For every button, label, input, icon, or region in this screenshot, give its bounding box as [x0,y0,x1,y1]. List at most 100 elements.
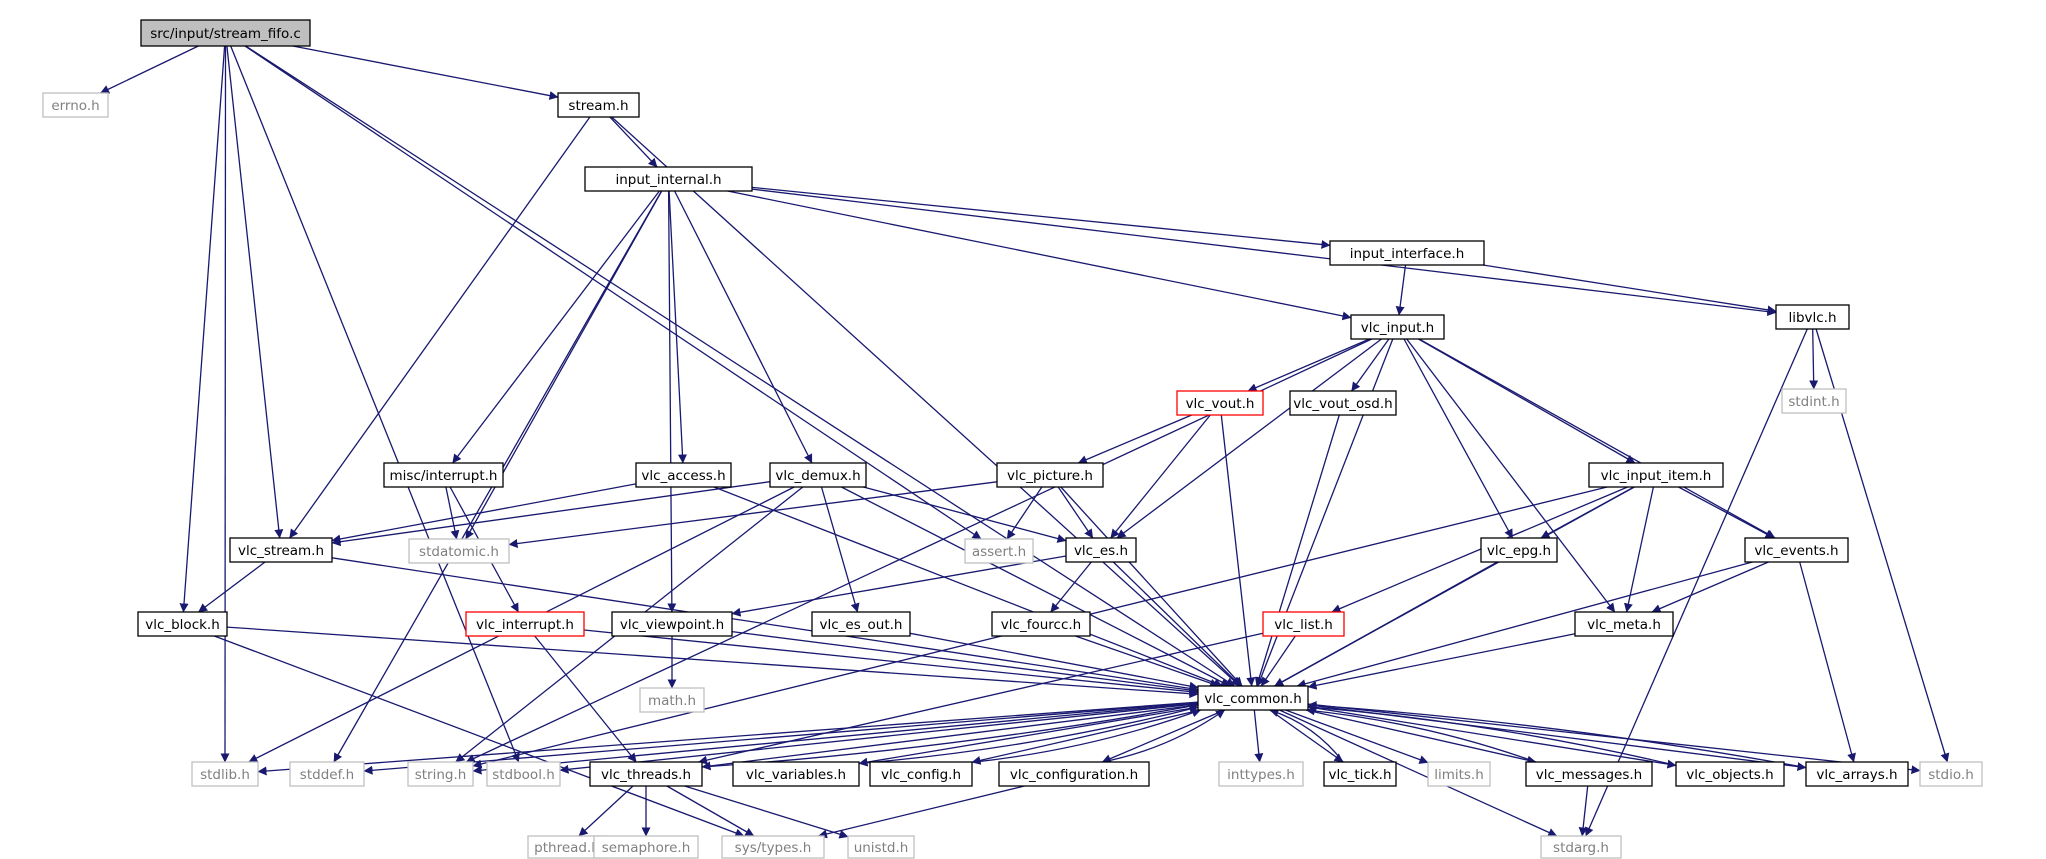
edge-vlc_demux-to-vlc_stream [331,481,771,547]
node-label: vlc_events.h [1754,543,1838,559]
node-stddef[interactable]: stddef.h [289,761,365,787]
node-input-internal[interactable]: input_internal.h [584,166,753,192]
edge-misc_interrupt-to-stdatomic [445,486,460,540]
node-label: vlc_epg.h [1487,543,1551,559]
node-errno[interactable]: errno.h [42,92,109,118]
node-label: stdatomic.h [419,544,499,560]
node-vlc-fourcc[interactable]: vlc_fourcc.h [991,611,1091,637]
edge-vlc_demux-to-vlc_common [841,486,1231,687]
node-sys-types[interactable]: sys/types.h [721,835,825,859]
node-vlc-tick[interactable]: vlc_tick.h [1323,761,1397,787]
node-label: vlc_fourcc.h [1001,617,1081,633]
node-box [589,761,703,787]
node-label: vlc_vout_osd.h [1293,396,1392,412]
node-stdarg[interactable]: stdarg.h [1540,835,1622,859]
edge-vlc_common-to-stddef [363,701,1199,775]
node-vlc-epg[interactable]: vlc_epg.h [1480,537,1558,563]
edge-vlc_common-to-vlc_objects [1307,706,1677,769]
edges-layer [100,45,1950,839]
node-box [1574,611,1674,637]
edge-vlc_input-to-vlc_vout_osd [1351,338,1390,392]
node-stream[interactable]: stream.h [557,92,640,118]
node-vlc-objects[interactable]: vlc_objects.h [1675,761,1785,787]
node-box [584,166,753,192]
node-stdbool[interactable]: stdbool.h [486,761,561,787]
node-vlc-stream[interactable]: vlc_stream.h [229,537,333,563]
node-assert[interactable]: assert.h [964,538,1034,564]
node-unistd[interactable]: unistd.h [847,835,915,859]
edge-vlc_demux-to-vlc_es_out [820,486,860,613]
edge-vlc_es_out-to-vlc_common [909,632,1199,691]
edge-libvlc-to-stdint [1809,328,1819,390]
node-vlc-input-item[interactable]: vlc_input_item.h [1588,462,1724,488]
edge-root-to-stream [292,45,559,100]
node-vlc-vout-osd[interactable]: vlc_vout_osd.h [1289,390,1397,416]
edge-vlc_config-to-vlc_common [971,708,1202,763]
node-label: input_interface.h [1350,246,1465,262]
edge-vlc_input_item-to-vlc_meta [1623,486,1655,613]
node-stdint[interactable]: stdint.h [1781,388,1847,414]
node-vlc-arrays[interactable]: vlc_arrays.h [1805,761,1909,787]
node-box [1775,304,1850,330]
node-label: stdarg.h [1553,840,1609,856]
node-label: stream.h [568,98,628,114]
node-vlc-messages[interactable]: vlc_messages.h [1525,761,1653,787]
node-vlc-variables[interactable]: vlc_variables.h [732,761,860,787]
node-input-interface[interactable]: input_interface.h [1329,240,1485,266]
edge-root-to-stdlib [220,45,230,763]
node-vlc-interrupt[interactable]: vlc_interrupt.h [465,611,585,637]
node-vlc-config[interactable]: vlc_config.h [869,761,973,787]
node-vlc-picture[interactable]: vlc_picture.h [996,462,1104,488]
edge-vlc_common-to-vlc_config [971,709,1201,765]
node-inttypes[interactable]: inttypes.h [1218,761,1304,787]
edge-vlc_input-to-vlc_meta [1406,338,1616,613]
node-label: vlc_config.h [881,767,961,783]
node-box [1427,761,1491,787]
node-stdatomic[interactable]: stdatomic.h [408,538,510,564]
node-stdio[interactable]: stdio.h [1919,761,1983,787]
edge-input_internal-to-misc_interrupt [452,190,660,464]
node-math[interactable]: math.h [639,687,705,713]
edge-vlc_picture-to-vlc_common [1060,486,1243,687]
node-box [1323,761,1397,787]
edge-vlc_stream-to-vlc_common [331,557,1199,693]
node-semaphore[interactable]: semaphore.h [593,835,699,859]
node-label: vlc_arrays.h [1816,767,1897,783]
edge-vlc_fourcc-to-vlc_common [1075,635,1220,688]
edge-input_internal-to-vlc_viewpoint [667,190,677,613]
node-limits[interactable]: limits.h [1427,761,1491,787]
node-vlc-block[interactable]: vlc_block.h [137,611,228,637]
node-box [964,538,1034,564]
node-libvlc[interactable]: libvlc.h [1775,304,1850,330]
node-pthread[interactable]: pthread.h [527,835,607,859]
node-box [611,611,733,637]
node-vlc-common[interactable]: vlc_common.h [1197,685,1309,711]
node-root[interactable]: src/input/stream_fifo.c [140,19,311,47]
node-box [465,611,585,637]
node-box [721,835,825,859]
edge-vlc_picture-to-stdatomic [508,481,998,548]
node-vlc-list[interactable]: vlc_list.h [1262,611,1345,637]
edge-vlc_threads-to-pthread [578,785,634,837]
node-string[interactable]: string.h [407,761,474,787]
node-label: stdlib.h [200,767,250,783]
node-vlc-configuration[interactable]: vlc_configuration.h [998,761,1150,787]
node-label: src/input/stream_fifo.c [150,26,301,42]
node-vlc-viewpoint[interactable]: vlc_viewpoint.h [611,611,733,637]
node-vlc-meta[interactable]: vlc_meta.h [1574,611,1674,637]
node-vlc-vout[interactable]: vlc_vout.h [1176,390,1264,416]
node-misc-interrupt[interactable]: misc/interrupt.h [383,462,504,488]
node-vlc-threads[interactable]: vlc_threads.h [589,761,703,787]
node-vlc-demux[interactable]: vlc_demux.h [769,462,867,488]
edge-vlc_common-to-vlc_variables [858,706,1199,767]
edge-stream-to-vlc_stream [289,116,591,539]
edge-vlc_viewpoint-to-vlc_common [731,630,1199,695]
node-label: vlc_variables.h [746,767,846,783]
node-vlc-input[interactable]: vlc_input.h [1350,314,1445,340]
node-vlc-es-out[interactable]: vlc_es_out.h [811,611,911,637]
node-box [1588,462,1724,488]
node-stdlib[interactable]: stdlib.h [191,761,259,787]
node-vlc-es[interactable]: vlc_es.h [1065,537,1137,563]
node-vlc-access[interactable]: vlc_access.h [635,462,732,488]
node-vlc-events[interactable]: vlc_events.h [1744,537,1849,563]
